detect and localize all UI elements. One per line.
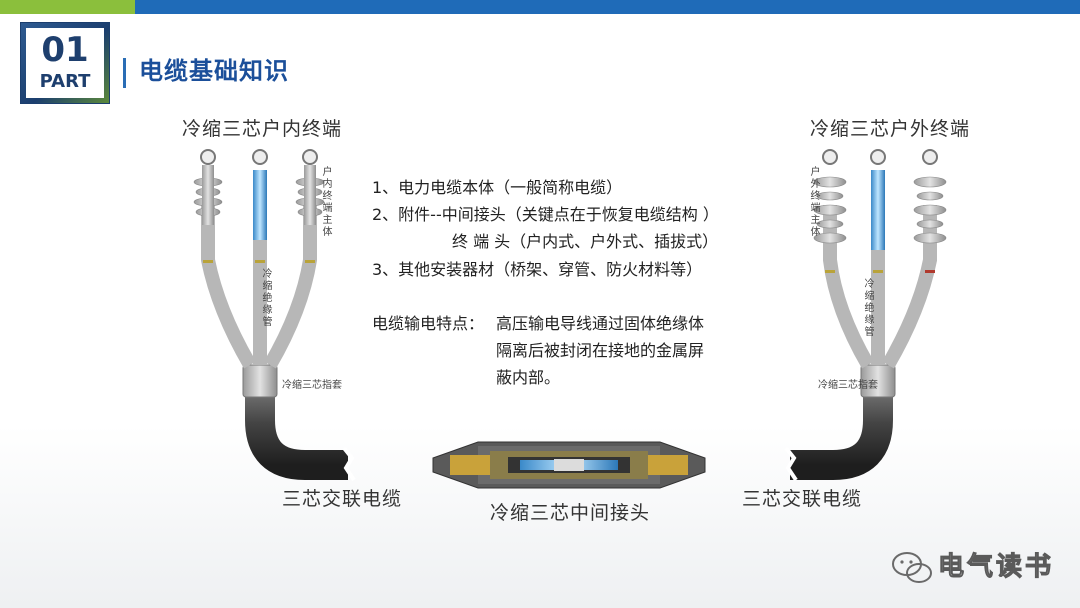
- breakout-label-left: 冷缩三芯指套: [282, 380, 342, 391]
- joint-caption: 冷缩三芯中间接头: [490, 502, 651, 524]
- indoor-terminal: [193, 149, 325, 398]
- feature-label: 电缆输电特点：: [372, 314, 485, 333]
- outdoor-terminal-caption: 冷缩三芯户外终端: [810, 118, 971, 140]
- feature-text-2: 隔离后被封闭在接地的金属屏: [496, 341, 705, 360]
- indoor-body-label: 户内终端主体: [320, 166, 331, 238]
- info-line-4: 3、其他安装器材（桥架、穿管、防火材料等）: [372, 260, 703, 279]
- watermark-text: 电气读书: [937, 552, 1055, 583]
- intermediate-joint: [432, 441, 706, 489]
- info-line-3: 终 端 头（户内式、户外式、插拔式）: [452, 232, 719, 251]
- outdoor-body-label: 户外终端主体: [808, 166, 819, 238]
- part-badge-inner: 01 PART: [26, 28, 104, 98]
- wechat-icon: [892, 552, 932, 583]
- main-cable-right: [698, 395, 893, 480]
- cold-shrink-tube-label-right: 冷缩绝缘管: [862, 278, 873, 338]
- part-number: 01: [41, 30, 89, 70]
- part-badge: 01 PART: [20, 22, 110, 104]
- page-title: 电缆基础知识: [139, 57, 289, 85]
- cold-shrink-tube-label-left: 冷缩绝缘管: [260, 268, 271, 328]
- cable-break-marks: [342, 446, 798, 482]
- main-cable-left: [245, 395, 440, 480]
- cable-label-left: 三芯交联电缆: [282, 488, 403, 510]
- info-line-1: 1、电力电缆本体（一般简称电缆）: [372, 178, 623, 197]
- feature-text-1: 高压输电导线通过固体绝缘体: [496, 314, 705, 333]
- top-accent-blue: [135, 0, 1080, 14]
- info-line-2: 2、附件--中间接头（关键点在于恢复电缆结构 ）: [372, 205, 719, 224]
- title-accent-bar: [123, 58, 126, 88]
- cable-label-right: 三芯交联电缆: [742, 488, 863, 510]
- feature-text-3: 蔽内部。: [496, 368, 561, 387]
- cable-diagram: 冷缩三芯户内终端 冷缩三芯户外终端 户内终端主体 户外终端主体 冷缩绝缘管 冷缩…: [178, 110, 969, 528]
- breakout-label-right: 冷缩三芯指套: [818, 380, 878, 391]
- top-accent-green: [0, 0, 135, 14]
- watermark: 电气读书: [888, 542, 1078, 602]
- cable-illustration: [193, 149, 947, 489]
- outdoor-terminal: [813, 149, 947, 398]
- part-label: PART: [39, 71, 91, 92]
- indoor-terminal-caption: 冷缩三芯户内终端: [182, 118, 343, 140]
